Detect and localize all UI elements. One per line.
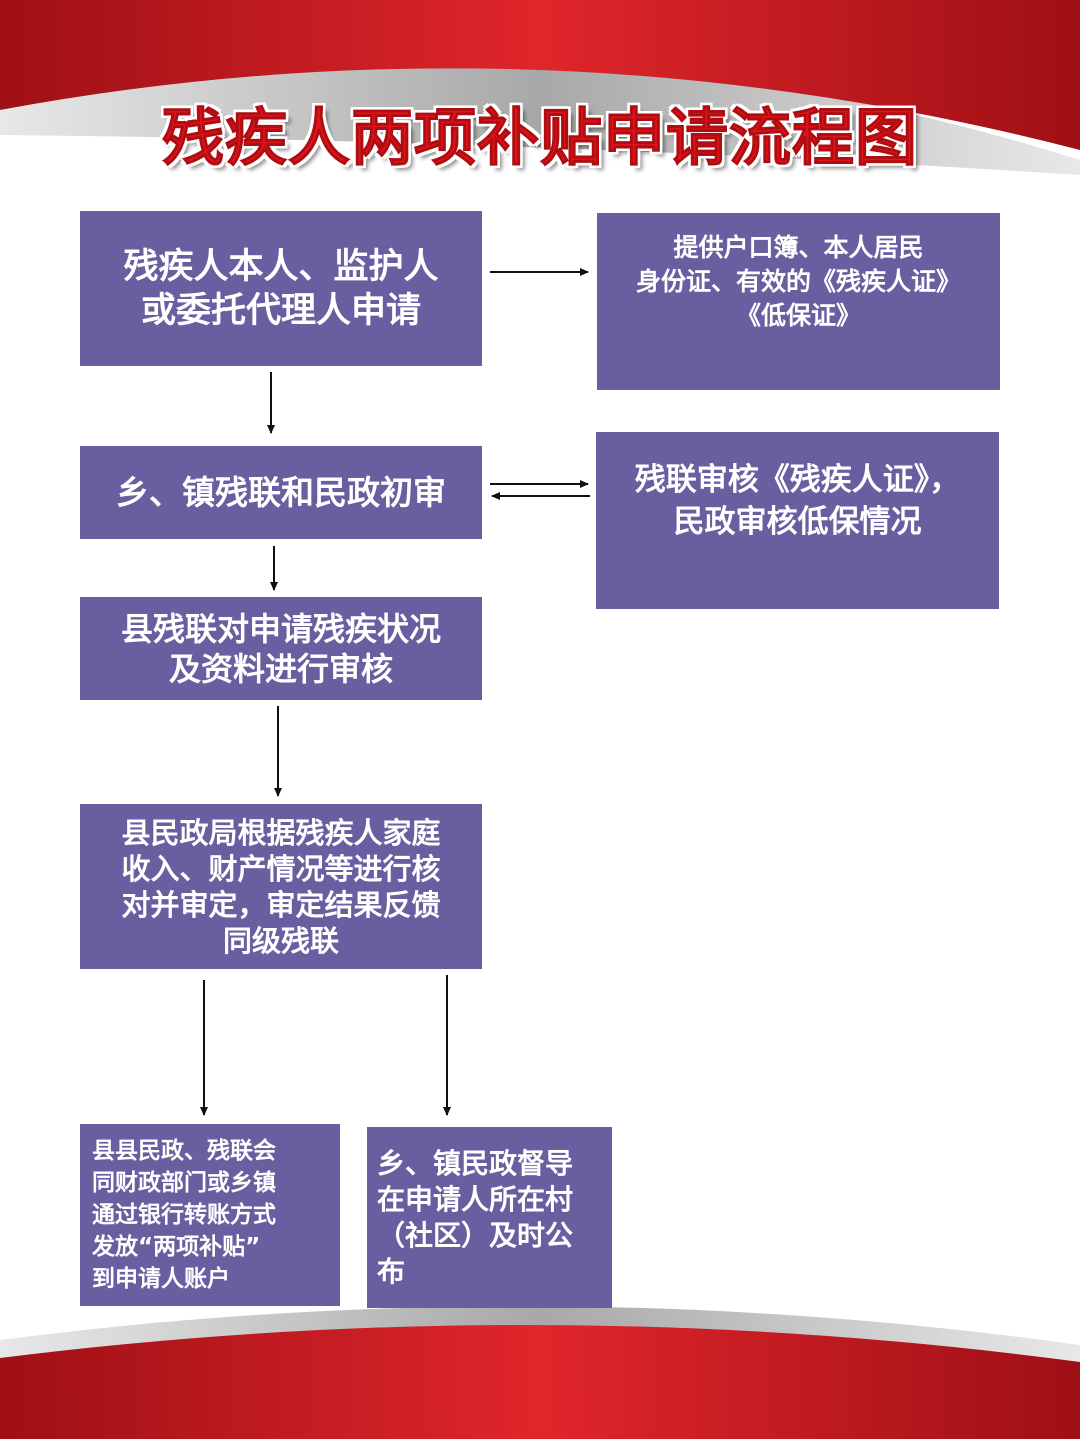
step-payment-line: 发放“两项补贴” — [92, 1234, 261, 1260]
step-county-civil-affairs-line: 收入、财产情况等进行核 — [121, 851, 441, 886]
step-county-federation-review: 县残联对申请残疾状况 及资料进行审核 — [80, 597, 482, 700]
step-payment-line: 县县民政、残联会 — [92, 1138, 276, 1164]
step-county-civil-affairs-line: 对并审定，审定结果反馈 — [121, 887, 441, 922]
step-documents-line: 提供户口簿、本人居民 — [673, 232, 924, 262]
step-publicity: 乡、镇民政督导 在申请人所在村 （社区）及时公 布 — [367, 1127, 612, 1308]
step-county-civil-affairs-line: 县民政局根据残疾人家庭 — [121, 815, 441, 850]
step-apply: 残疾人本人、监护人 或委托代理人申请 — [80, 211, 482, 366]
step-verification: 残联审核《残疾人证》， 民政审核低保情况 — [596, 432, 999, 609]
page-title: 残疾人两项补贴申请流程图 — [161, 101, 918, 175]
step-township-review-line: 乡、镇残联和民政初审 — [116, 472, 446, 512]
step-publicity-line: （社区）及时公 — [377, 1218, 574, 1252]
step-payment-line: 到申请人账户 — [92, 1266, 230, 1292]
step-documents: 提供户口簿、本人居民 身份证、有效的《残疾人证》 《低保证》 — [597, 213, 1000, 390]
step-verification-line: 民政审核低保情况 — [673, 503, 922, 540]
step-county-civil-affairs-line: 同级残联 — [222, 923, 339, 958]
step-publicity-line: 乡、镇民政督导 — [377, 1146, 574, 1180]
step-publicity-line: 在申请人所在村 — [377, 1182, 574, 1216]
step-publicity-line: 布 — [377, 1254, 406, 1288]
step-county-civil-affairs: 县民政局根据残疾人家庭 收入、财产情况等进行核 对并审定，审定结果反馈 同级残联 — [80, 804, 482, 969]
bottom-red-banner — [0, 1324, 1080, 1439]
step-township-review: 乡、镇残联和民政初审 — [80, 446, 482, 539]
step-verification-line: 残联审核《残疾人证》， — [634, 461, 961, 498]
step-payment: 县县民政、残联会 同财政部门或乡镇 通过银行转账方式 发放“两项补贴” 到申请人… — [80, 1124, 340, 1306]
title-area: 残疾人两项补贴申请流程图 — [0, 92, 1080, 175]
step-documents-line: 《低保证》 — [735, 300, 861, 330]
step-documents-line: 身份证、有效的《残疾人证》 — [635, 266, 961, 296]
step-payment-line: 通过银行转账方式 — [92, 1202, 276, 1228]
step-apply-line: 残疾人本人、监护人 — [123, 246, 439, 287]
step-county-federation-review-line: 县残联对申请残疾状况 — [120, 609, 441, 648]
step-payment-line: 同财政部门或乡镇 — [92, 1170, 276, 1196]
step-apply-line: 或委托代理人申请 — [140, 290, 421, 331]
top-red-banner — [0, 0, 1080, 150]
top-gray-swoosh — [0, 59, 1080, 175]
step-county-federation-review-line: 及资料进行审核 — [168, 649, 393, 688]
